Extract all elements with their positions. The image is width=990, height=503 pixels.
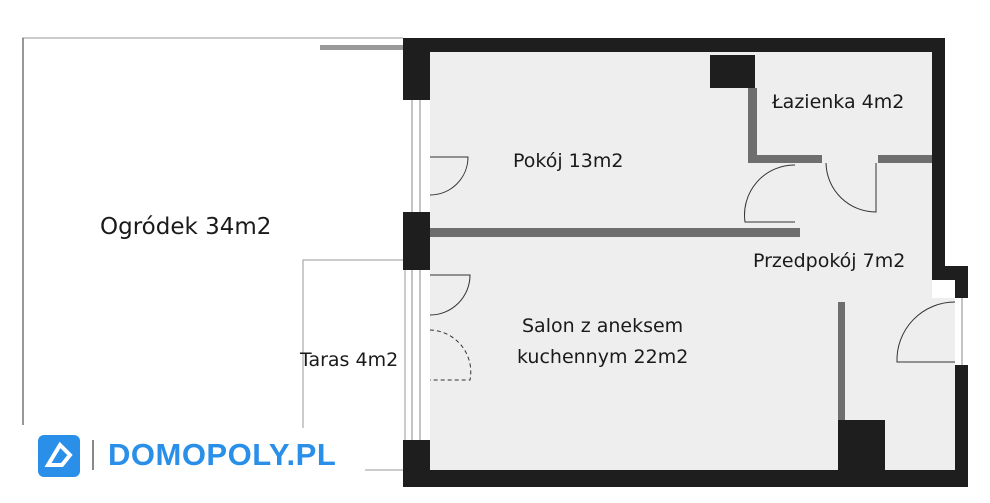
columns bbox=[710, 55, 885, 470]
railing bbox=[320, 45, 403, 50]
logo-text: DOMOPOLY.PL bbox=[108, 437, 337, 472]
hall-label: Przedpokój 7m2 bbox=[753, 250, 906, 272]
brand-logo: DOMOPOLY.PL bbox=[20, 428, 365, 482]
living-label-line2: kuchennym 22m2 bbox=[517, 346, 689, 368]
living-label-line1: Salon z aneksem bbox=[522, 315, 684, 337]
house-logo-icon bbox=[38, 435, 80, 477]
logo-separator bbox=[92, 440, 94, 470]
doors bbox=[429, 156, 956, 381]
bathroom-label: Łazienka 4m2 bbox=[772, 91, 905, 113]
terrace-label: Taras 4m2 bbox=[300, 349, 399, 371]
partition-walls bbox=[430, 88, 932, 422]
room-label: Pokój 13m2 bbox=[513, 150, 624, 172]
windows bbox=[411, 100, 963, 440]
garden-label: Ogródek 34m2 bbox=[100, 214, 272, 240]
apartment-floor bbox=[430, 52, 955, 470]
outer-walls bbox=[403, 38, 968, 487]
